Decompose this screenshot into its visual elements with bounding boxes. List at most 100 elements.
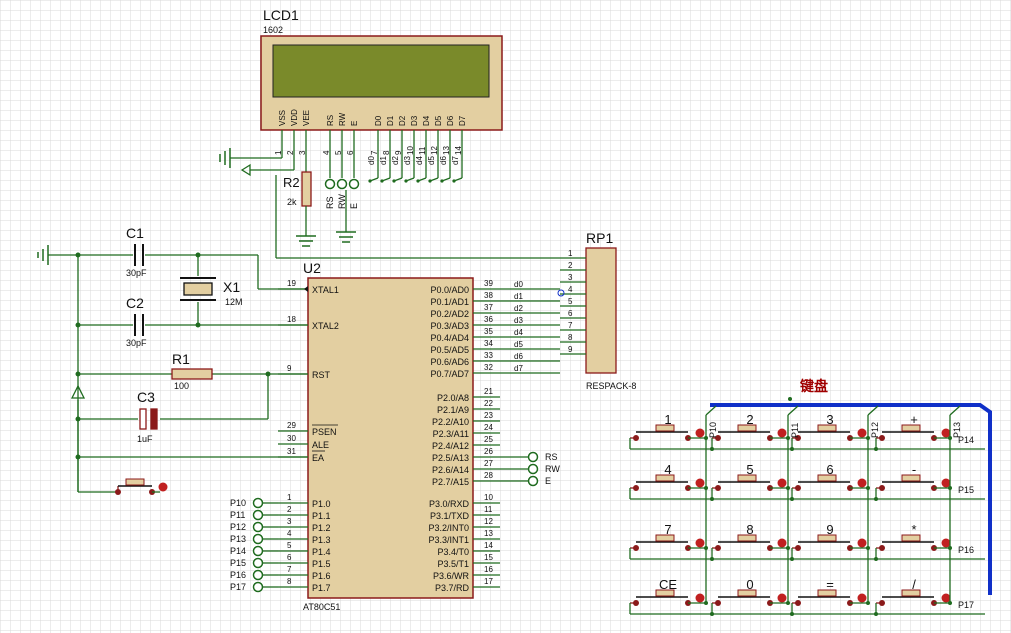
c2-ref: C2: [126, 295, 144, 311]
keypad-row-label: P14: [958, 435, 974, 445]
p0-net-label: d1: [514, 292, 523, 301]
mcu-at80c51[interactable]: U2 AT80C51 19XTAL118XTAL29RST29PSEN30ALE…: [230, 260, 565, 612]
c2-capacitor[interactable]: C2 30pF: [126, 295, 147, 348]
mcu-pin-name: P0.7/AD7: [430, 369, 469, 379]
p0-net-label: d2: [514, 304, 523, 313]
p0-net-label: d0: [514, 280, 523, 289]
mcu-pin-name: P1.3: [312, 535, 331, 545]
mcu-pin-name: P2.4/A12: [432, 441, 469, 451]
mcu-pin-number: 5: [287, 541, 292, 550]
lcd-data-net: d1: [379, 156, 388, 165]
p0-net-label: d3: [514, 316, 523, 325]
p1-net-label: P10: [230, 498, 246, 508]
mcu-pin-number: 34: [484, 339, 493, 348]
rp1-pin-number: 6: [568, 309, 573, 318]
keypad-key[interactable]: 9: [792, 522, 867, 551]
lcd-pin-label-rw: RW: [338, 112, 347, 126]
p1-terminal: [252, 581, 264, 593]
mcu-pin-number: 6: [287, 553, 292, 562]
keypad-key-label: 1: [664, 412, 671, 427]
c3-capacitor[interactable]: C3 1uF: [137, 389, 158, 444]
p1-net-label: P13: [230, 534, 246, 544]
mcu-pin-name: P2.7/A15: [432, 477, 469, 487]
keypad-key[interactable]: 5: [712, 462, 787, 491]
r1-value: 100: [174, 381, 189, 391]
keypad-key-label: 8: [746, 522, 753, 537]
p1-terminal: [252, 497, 264, 509]
p0-net-label: d4: [514, 328, 523, 337]
mcu-pin-name: P1.2: [312, 523, 331, 533]
mcu-model: AT80C51: [303, 602, 340, 612]
mcu-pin-number: 36: [484, 315, 493, 324]
keypad-key[interactable]: 3: [792, 412, 867, 441]
mcu-pin-number: 4: [287, 529, 292, 538]
lcd-net-label: E: [349, 203, 359, 209]
mcu-pin-name: P0.4/AD4: [430, 333, 469, 343]
lcd-terminal: [348, 178, 360, 190]
mcu-pin-number: 10: [484, 493, 493, 502]
mcu-pin-name: XTAL2: [312, 321, 339, 331]
mcu-pin-name: P1.1: [312, 511, 331, 521]
mcu-pin-number: 14: [484, 541, 493, 550]
lcd-data-net: d6: [439, 156, 448, 165]
x1-value: 12M: [225, 297, 243, 307]
keypad-key[interactable]: 6: [792, 462, 867, 491]
keypad-key-label: 6: [826, 462, 833, 477]
p0-net-label: d6: [514, 352, 523, 361]
r2-resistor[interactable]: R2 2k: [283, 171, 316, 247]
keypad-key[interactable]: 0: [712, 577, 787, 606]
keypad-key-label: 0: [746, 577, 753, 592]
keypad-key[interactable]: 8: [712, 522, 787, 551]
keypad-bus: [710, 403, 992, 595]
keypad-key[interactable]: -: [876, 462, 951, 491]
lcd-display[interactable]: LCD1 1602 VSS1VDD2VEE3RS4RW5E6D07D18D29D…: [260, 7, 503, 178]
keypad-key-label: 5: [746, 462, 753, 477]
mcu-pin-number: 26: [484, 447, 493, 456]
lcd-data-net: d2: [391, 156, 400, 165]
keypad-key[interactable]: 7: [630, 522, 705, 551]
lcd-screen: [272, 44, 490, 98]
lcd-net-label: RW: [337, 194, 347, 209]
mcu-pin-number: 15: [484, 553, 493, 562]
mcu-pin-number: 11: [484, 505, 493, 514]
p1-net-label: P11: [230, 510, 245, 520]
p1-net-label: P17: [230, 582, 246, 592]
keypad-col-label: P12: [870, 422, 880, 438]
reset-button[interactable]: [115, 457, 168, 495]
keypad-key[interactable]: 2: [712, 412, 787, 441]
keypad-key-label: 2: [746, 412, 753, 427]
mcu-pin-name: P0.6/AD6: [430, 357, 469, 367]
lcd-terminal: [324, 178, 336, 190]
keypad-key[interactable]: 1: [630, 412, 705, 441]
rp1-pin-number: 4: [568, 285, 573, 294]
x1-crystal[interactable]: X1 12M: [180, 277, 243, 307]
p1-terminal: [252, 545, 264, 557]
p1-net-label: P14: [230, 546, 246, 556]
lcd-terminal: [336, 178, 348, 190]
keypad-title: 键盘: [799, 378, 828, 394]
p0-net-label: d5: [514, 340, 523, 349]
mcu-pin-number: 25: [484, 435, 493, 444]
mcu-pin-name: P2.6/A14: [432, 465, 469, 475]
keypad-col-label: P11: [790, 423, 800, 438]
rp1-pin-number: 3: [568, 273, 573, 282]
keypad-key-label: *: [911, 522, 916, 537]
keypad-row-label: P15: [958, 485, 974, 495]
r1-resistor[interactable]: R1 100: [171, 351, 213, 391]
mcu-pin-number: 16: [484, 565, 493, 574]
mcu-pin-name: P1.6: [312, 571, 331, 581]
lcd-pin-number: 13: [442, 146, 451, 155]
c1-capacitor[interactable]: C1 30pF: [126, 225, 147, 278]
c3-value: 1uF: [137, 434, 153, 444]
x1-ref: X1: [223, 279, 240, 295]
mcu-pin-number: 31: [287, 447, 296, 456]
keypad-key-label: 4: [664, 462, 671, 477]
p1-terminal: [252, 521, 264, 533]
mcu-pin-number: 1: [287, 493, 292, 502]
mcu-pin-number: 37: [484, 303, 493, 312]
lcd-model: 1602: [263, 25, 283, 35]
